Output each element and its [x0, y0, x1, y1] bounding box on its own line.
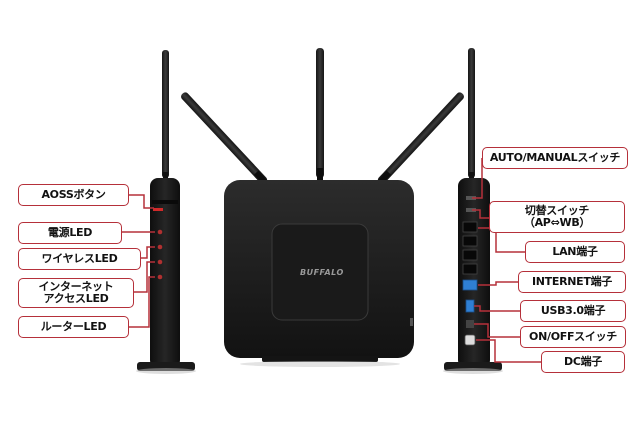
front-stand — [262, 356, 378, 362]
internet-port — [462, 279, 478, 291]
right-antenna-hinge — [469, 172, 474, 182]
right-side-view — [443, 48, 503, 374]
front-left-antenna — [181, 92, 268, 185]
mode-switch — [466, 208, 476, 212]
callout-lines — [122, 158, 541, 363]
label-internet-access-led: インターネット アクセスLED — [18, 278, 134, 308]
right-antenna — [468, 48, 475, 178]
front-center-antenna-hinge — [317, 168, 323, 182]
left-antenna-hinge — [163, 172, 168, 182]
internet-access-led — [157, 259, 163, 265]
router-led — [157, 274, 163, 280]
front-right-antenna — [377, 92, 464, 185]
brand-logo: BUFFALO — [300, 268, 344, 277]
power-switch — [466, 320, 474, 328]
front-view — [181, 48, 464, 367]
front-side-detail — [410, 318, 413, 326]
label-wireless-led: ワイヤレスLED — [18, 248, 141, 270]
power-led — [157, 229, 163, 235]
aoss-button-mark — [153, 208, 163, 211]
label-dc-port: DC端子 — [541, 351, 625, 373]
lan-port-3 — [462, 249, 478, 261]
label-auto-manual-switch: AUTO/MANUALスイッチ — [482, 147, 628, 169]
left-side-body — [150, 178, 180, 368]
usb3-port — [465, 299, 475, 313]
label-router-led: ルーターLED — [18, 316, 129, 338]
label-lan-port: LAN端子 — [525, 241, 625, 263]
aoss-button-slot — [152, 200, 178, 204]
label-mode-switch: 切替スイッチ （AP⇔WB） — [489, 201, 625, 233]
label-power-led: 電源LED — [18, 222, 122, 244]
lan-port-4 — [462, 263, 478, 275]
front-center-antenna — [316, 48, 324, 178]
dc-jack — [464, 334, 476, 346]
wireless-led — [157, 244, 163, 250]
right-shadow — [443, 368, 503, 374]
left-shadow — [136, 368, 196, 374]
label-internet-port: INTERNET端子 — [518, 271, 626, 293]
label-on-off-switch: ON/OFFスイッチ — [520, 326, 626, 348]
label-aoss-button: AOSSボタン — [18, 184, 129, 206]
left-antenna — [162, 50, 169, 178]
lan-port-2 — [462, 235, 478, 247]
front-shadow — [240, 361, 400, 367]
front-center-panel — [271, 223, 369, 321]
label-usb3-port: USB3.0端子 — [520, 300, 626, 322]
lan-port-1 — [462, 221, 478, 233]
auto-manual-switch — [466, 196, 476, 200]
left-side-view — [136, 50, 196, 374]
